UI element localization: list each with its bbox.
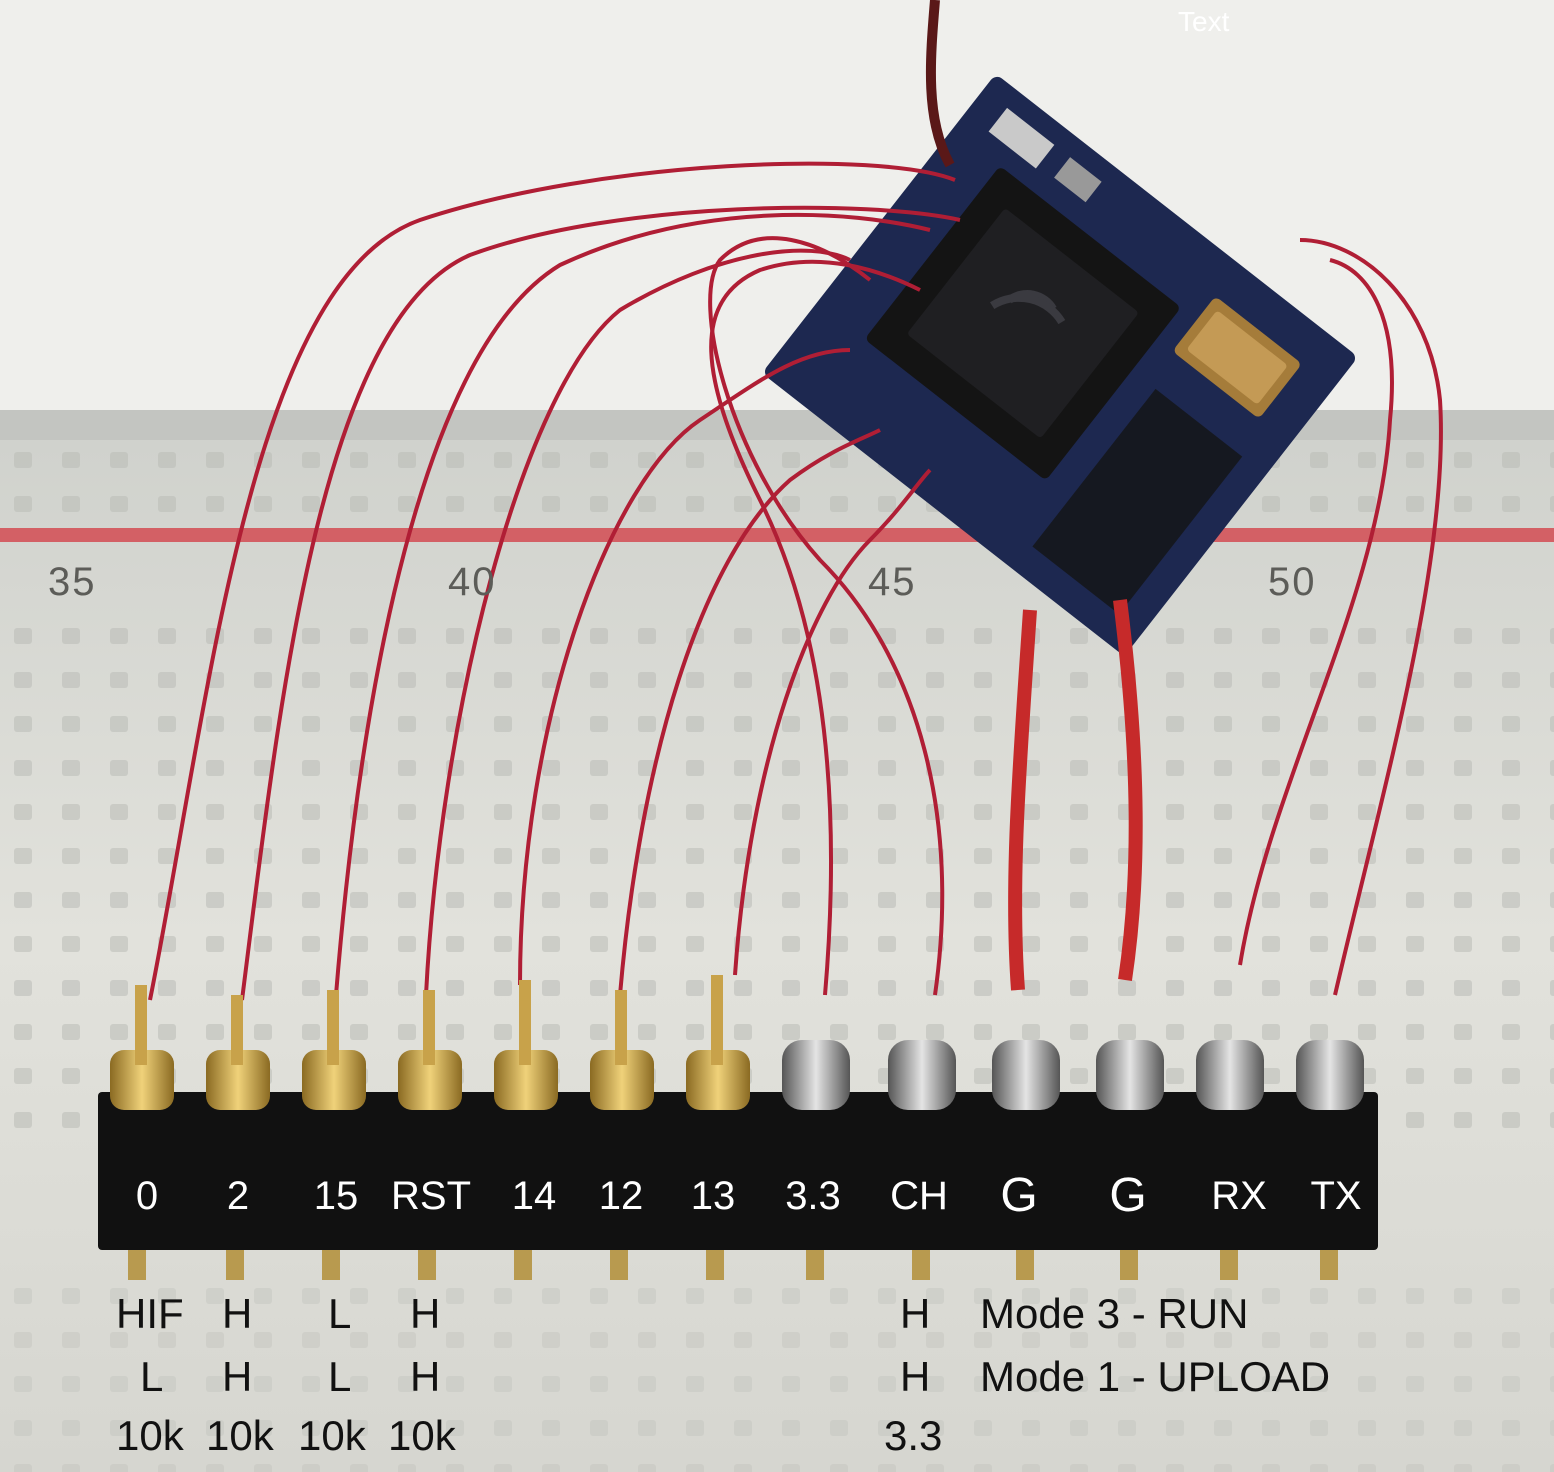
- row1-pin0: HIF: [116, 1290, 184, 1337]
- row1-mode: Mode 3 - RUN: [980, 1290, 1249, 1337]
- row3-pin2: 10k: [206, 1412, 274, 1459]
- row3-pin0: 10k: [116, 1412, 184, 1459]
- row3-pin15: 10k: [298, 1412, 366, 1459]
- pin-label-2: 2: [226, 1174, 250, 1218]
- jumper-wires: [148, 161, 1443, 1001]
- row1-pin2: H: [222, 1290, 253, 1337]
- row1-rst: H: [410, 1290, 441, 1337]
- header-pins-solder: [782, 1040, 1364, 1110]
- breadboard-column-45: 45: [868, 560, 917, 604]
- row2-mode: Mode 1 - UPLOAD: [980, 1353, 1331, 1400]
- row3-ch: 3.3: [884, 1412, 943, 1459]
- esp-module: [765, 76, 1355, 654]
- pin-label-gnd-1: G: [1000, 1169, 1038, 1222]
- breadboard-column-50: 50: [1268, 560, 1317, 604]
- pin-label-3v3: 3.3: [785, 1174, 841, 1218]
- row2-pin2: H: [222, 1353, 253, 1400]
- header-plastic: [98, 1092, 1378, 1250]
- header-pin-posts: [135, 975, 723, 1065]
- pin-header: [98, 975, 1378, 1280]
- pin-label-0: 0: [135, 1174, 159, 1218]
- row1-ch: H: [900, 1290, 931, 1337]
- ground-wires: [1008, 599, 1143, 991]
- pin-label-rx: RX: [1211, 1174, 1267, 1218]
- row2-ch: H: [900, 1353, 931, 1400]
- header-pins-gold: [110, 1050, 750, 1110]
- pin-label-13: 13: [690, 1174, 736, 1218]
- row3-rst: 10k: [388, 1412, 456, 1459]
- pin-label-15: 15: [313, 1174, 359, 1218]
- pin-label-ch: CH: [890, 1174, 948, 1218]
- pin-label-12: 12: [598, 1174, 644, 1218]
- breadboard-edge: [0, 410, 1554, 440]
- pin-label-rst: RST: [391, 1174, 471, 1218]
- breadboard-column-35: 35: [48, 560, 97, 604]
- pin-label-14: 14: [511, 1174, 557, 1218]
- top-text-label: Text: [1178, 6, 1230, 37]
- row1-pin15: L: [328, 1290, 352, 1337]
- pin-label-gnd-2: G: [1109, 1169, 1147, 1222]
- breadboard-column-40: 40: [448, 560, 497, 604]
- row2-pin15: L: [328, 1353, 352, 1400]
- header-pins-bottom: [128, 1250, 1338, 1280]
- breadboard-holes-bottom: [0, 1280, 1554, 1472]
- row2-pin0: L: [140, 1353, 164, 1400]
- pin-label-tx: TX: [1310, 1174, 1362, 1218]
- antenna-wire: [925, 0, 955, 168]
- row2-rst: H: [410, 1353, 441, 1400]
